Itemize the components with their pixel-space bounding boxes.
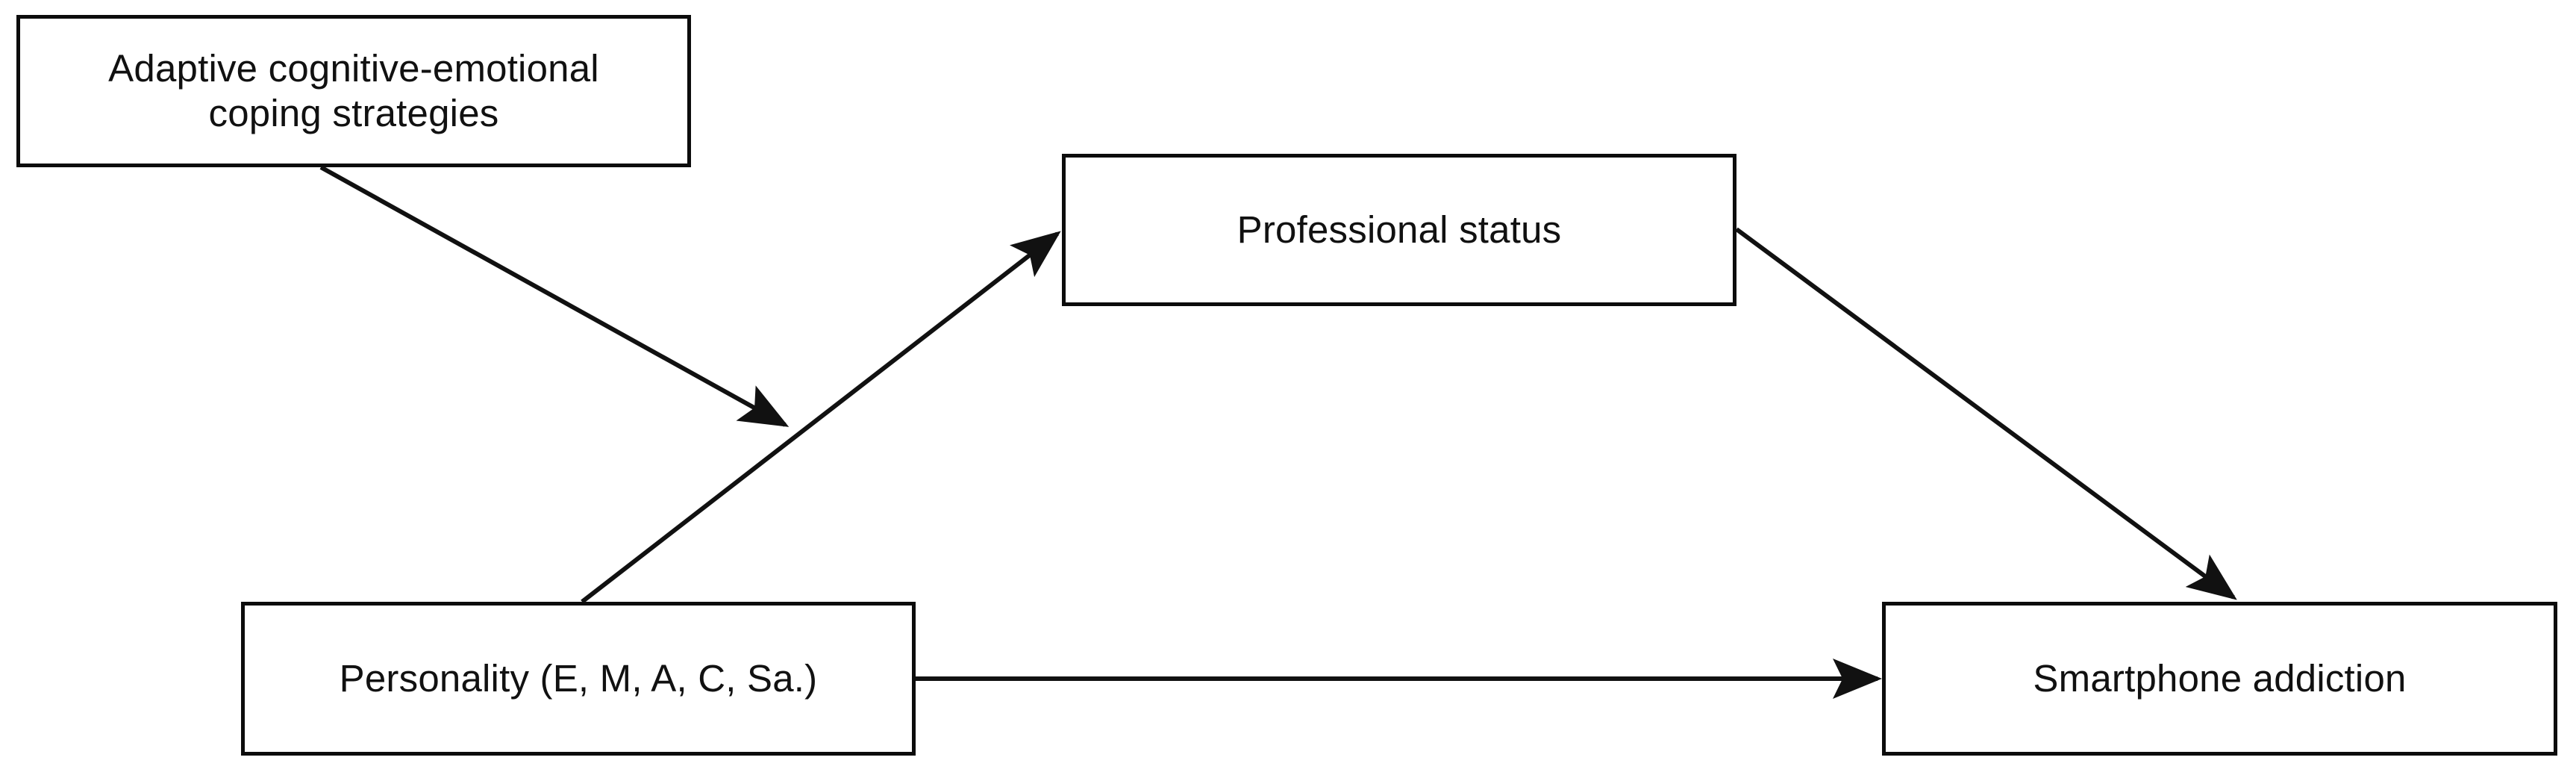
node-adaptive-coping-strategies: Adaptive cognitive-emotional coping stra… (16, 15, 691, 167)
node-label-professional-status: Professional status (1237, 208, 1562, 251)
node-label-smartphone-addiction: Smartphone addiction (2033, 656, 2407, 700)
edge-professional-status-to-smartphone-addiction (1735, 227, 2237, 600)
node-personality: Personality (E, M, A, C, Sa.) (241, 602, 916, 756)
edge-personality-to-professional-status (581, 231, 1061, 604)
node-label-personality: Personality (E, M, A, C, Sa.) (339, 656, 818, 700)
edge-coping-moderation (319, 165, 790, 427)
node-smartphone-addiction: Smartphone addiction (1882, 602, 2557, 756)
node-professional-status: Professional status (1062, 154, 1736, 306)
node-label-coping: Adaptive cognitive-emotional coping stra… (108, 46, 599, 134)
